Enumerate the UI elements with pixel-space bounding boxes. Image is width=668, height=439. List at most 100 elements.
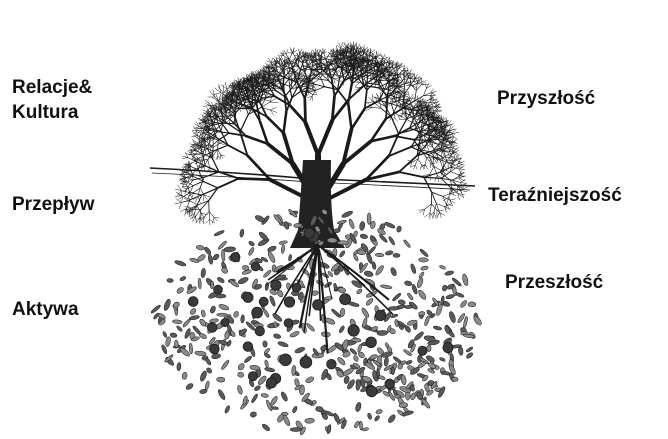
leaf: [233, 311, 240, 319]
leaf: [217, 313, 228, 316]
leaf: [462, 273, 469, 286]
branch: [223, 87, 230, 92]
leaf: [174, 260, 186, 268]
fruit: [385, 379, 395, 389]
branch: [355, 83, 360, 87]
leaf: [292, 406, 298, 414]
relations-culture-label: Relacje& Kultura: [12, 75, 92, 125]
leaf: [418, 311, 425, 315]
leaf: [220, 359, 230, 370]
branch: [289, 65, 290, 71]
leaf: [384, 357, 389, 367]
leaf: [239, 229, 244, 238]
leaf: [375, 253, 384, 257]
fruit: [231, 253, 240, 262]
leaf: [176, 325, 183, 332]
leaf: [359, 221, 365, 231]
branch: [418, 159, 422, 165]
branch: [460, 183, 466, 184]
branch: [271, 58, 273, 63]
leaf: [269, 295, 276, 307]
branch: [220, 143, 225, 144]
branch: [189, 161, 190, 166]
branch: [190, 166, 196, 169]
branch: [425, 164, 428, 169]
branch: [365, 90, 367, 108]
leaf: [353, 355, 360, 362]
leaf: [185, 382, 194, 391]
fruit: [284, 319, 293, 328]
branch: [396, 95, 397, 102]
branch: [210, 220, 215, 224]
branch: [348, 103, 351, 129]
fruit: [259, 297, 268, 306]
leaf: [404, 280, 412, 286]
leaf: [343, 375, 349, 384]
branch: [289, 53, 292, 60]
leaf: [362, 427, 369, 431]
branch: [445, 135, 451, 136]
leaf: [444, 325, 451, 334]
branch: [185, 187, 188, 192]
branch: [411, 85, 416, 90]
leaf: [341, 210, 353, 219]
branch: [425, 158, 427, 165]
leaf: [371, 261, 376, 269]
leaf: [465, 352, 473, 360]
leaf: [201, 310, 206, 318]
leaf: [361, 307, 370, 319]
branch: [179, 203, 181, 209]
leaf: [326, 424, 331, 434]
leaf: [170, 332, 178, 338]
branch: [318, 121, 332, 155]
branch: [305, 99, 306, 123]
leaf: [349, 348, 357, 356]
branch: [459, 169, 465, 170]
leaf: [367, 413, 372, 420]
leaf: [263, 308, 270, 317]
leaf: [216, 377, 225, 382]
relations-label-line1: Relacje&: [12, 75, 92, 100]
leaf: [439, 265, 446, 270]
leaf: [439, 357, 446, 362]
branch: [395, 118, 398, 122]
leaf: [288, 254, 292, 261]
fruit: [418, 346, 427, 355]
branch: [218, 132, 229, 133]
fruit: [348, 325, 359, 336]
leaf: [305, 418, 315, 424]
leaf: [333, 228, 340, 233]
leaf: [163, 298, 172, 311]
leaf: [290, 427, 302, 431]
leaf: [199, 370, 208, 382]
branch: [189, 161, 196, 165]
leaf: [333, 412, 341, 423]
leaf: [237, 385, 244, 395]
leaf: [387, 414, 397, 424]
leaf: [189, 315, 200, 321]
leaf: [262, 341, 267, 348]
branch: [404, 84, 405, 94]
branch: [209, 211, 210, 219]
leaf: [398, 299, 406, 305]
branch: [229, 110, 230, 116]
leaf: [224, 246, 236, 252]
branch: [187, 182, 193, 186]
leaf: [277, 341, 289, 348]
leaf: [338, 287, 347, 294]
fruit: [284, 297, 294, 307]
leaf: [355, 402, 362, 413]
leaf: [380, 284, 392, 289]
leaf: [189, 307, 197, 315]
leaf: [217, 389, 226, 401]
leaf: [410, 263, 417, 274]
branch: [270, 102, 278, 103]
leaf: [283, 221, 290, 230]
branch: [287, 70, 288, 74]
leaf: [254, 385, 262, 392]
leaf: [391, 367, 395, 375]
fruit: [313, 300, 323, 310]
leaf: [377, 330, 388, 336]
branch: [203, 181, 218, 188]
branch: [366, 102, 373, 103]
